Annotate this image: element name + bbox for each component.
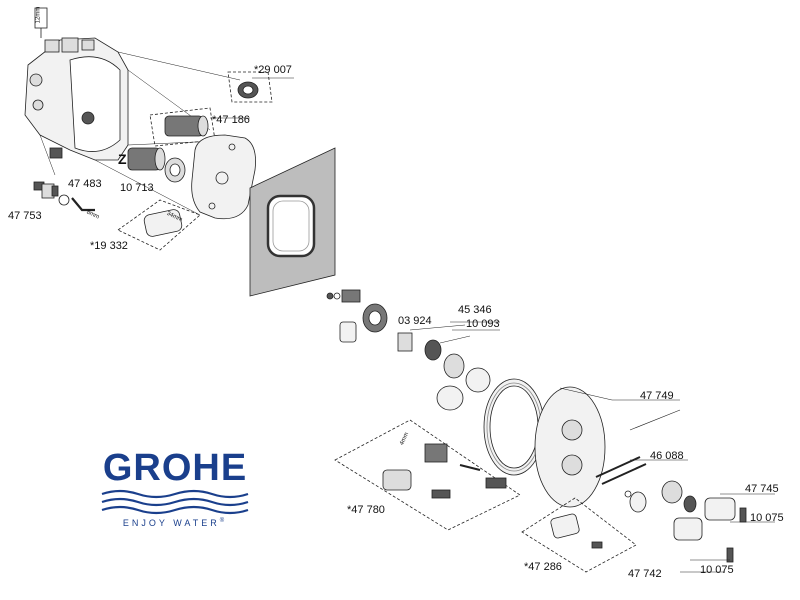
part-29007-drawing	[227, 71, 273, 103]
hex-key-drawing	[71, 197, 95, 212]
escutcheon-plate	[534, 386, 606, 508]
label-46088: 46 088	[650, 450, 684, 462]
leader-lines	[210, 77, 775, 573]
part-46088-drawing	[629, 480, 697, 513]
label-10075-lower: 10 075	[700, 564, 734, 576]
handle-lower-drawing	[673, 517, 734, 563]
part-47753-drawing	[33, 181, 70, 206]
part-19332-drawing	[117, 199, 201, 251]
label-47286: *47 286	[524, 561, 562, 573]
rough-in-body	[24, 7, 129, 161]
logo-waves-icon	[101, 489, 249, 515]
label-47749: 47 749	[640, 390, 674, 402]
label-47186: *47 186	[212, 114, 250, 126]
label-19332: *19 332	[90, 240, 128, 252]
logo-wordmark: GROHE	[102, 447, 248, 489]
label-29007: *29 007	[254, 64, 292, 76]
diverter-stack	[326, 289, 491, 411]
label-10075-upper: 10 075	[750, 512, 784, 524]
dimension-12mm: 12mm	[35, 6, 42, 24]
label-10093: 10 093	[466, 318, 500, 330]
label-47780: *47 780	[347, 504, 385, 516]
label-45346: 45 346	[458, 304, 492, 316]
part-47286-drawing	[521, 497, 637, 573]
label-03924: 03 924	[398, 315, 432, 327]
label-47483: 47 483	[68, 178, 102, 190]
label-10713: 10 713	[120, 182, 154, 194]
label-47742: 47 742	[628, 568, 662, 580]
grohe-logo: GROHE ENJOY WATER®	[100, 448, 250, 538]
grey-cover-plate	[249, 147, 336, 297]
mounting-plate-drawing	[191, 134, 256, 220]
spindle-rods	[595, 456, 647, 508]
label-z: Z	[118, 151, 127, 167]
trim-ring	[483, 378, 545, 476]
logo-tagline: ENJOY WATER®	[122, 518, 228, 528]
part-10713-drawing	[164, 157, 186, 183]
part-z-drawing	[127, 147, 166, 171]
part-47780-drawing	[334, 419, 521, 531]
handle-right-drawing	[704, 497, 747, 523]
label-47745: 47 745	[745, 483, 779, 495]
label-47753: 47 753	[8, 210, 42, 222]
